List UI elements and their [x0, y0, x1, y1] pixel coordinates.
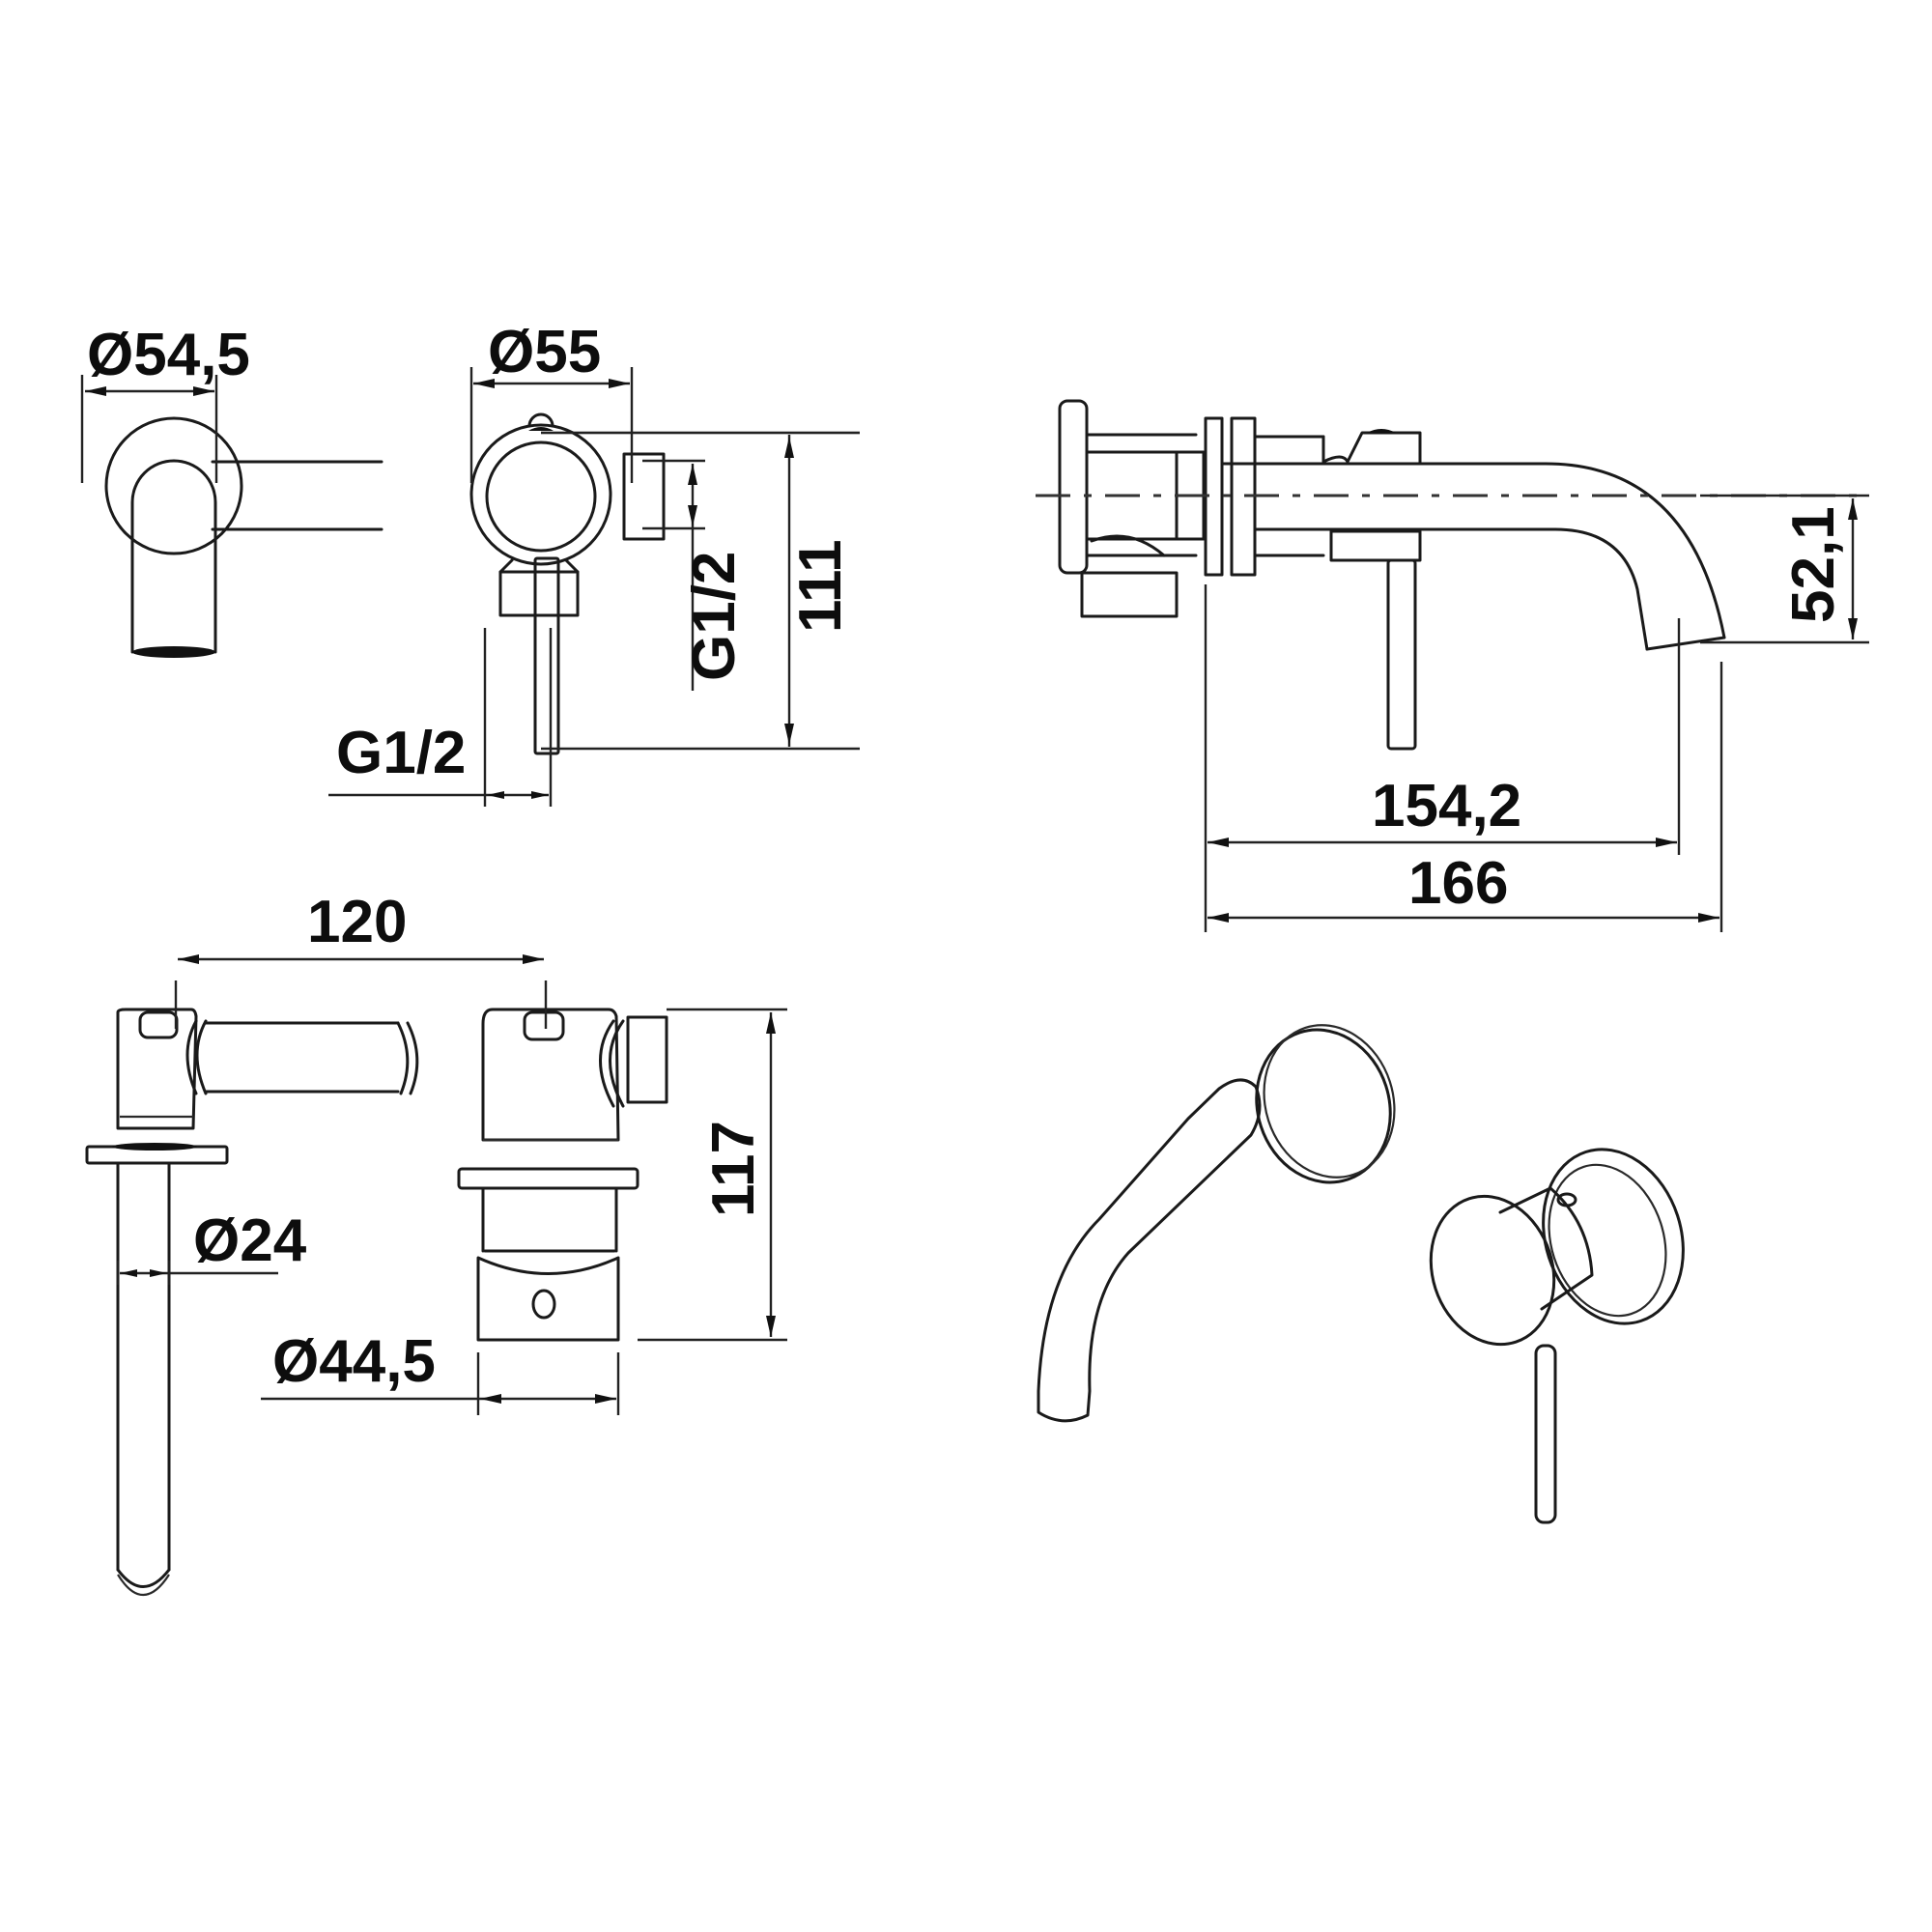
dim-overall-height: 111 [787, 539, 854, 633]
dim-spout-drop: 52,1 [1780, 506, 1847, 623]
spout-rosette [104, 416, 243, 555]
dim-spout-diameter: Ø24 [193, 1208, 307, 1274]
dim-mixer-rosette-diameter: Ø55 [488, 319, 601, 385]
dim-overall-projection: 166 [1408, 850, 1508, 917]
dim-spout-projection: 154,2 [1372, 773, 1521, 839]
side-spout-outer [1220, 462, 1726, 639]
outlet-stub [622, 452, 666, 541]
mixer-handle [485, 440, 597, 553]
dim-handle-diameter: Ø44,5 [272, 1328, 436, 1395]
iso-mixer-rosette [1542, 1148, 1685, 1325]
top-outlet-stub [626, 1015, 668, 1104]
dim-spout-rosette-diameter: Ø54,5 [87, 322, 250, 388]
top-handle [476, 1256, 620, 1342]
front-view: Ø54,5 Ø55 G1/2 111 G1/2 [80, 319, 860, 807]
top-spout-body [116, 1008, 198, 1130]
top-view: 120 117 Ø24 Ø44,5 [85, 889, 787, 1597]
mixer-rosette [469, 423, 612, 566]
dim-inlet-thread-vertical: G1/2 [681, 552, 748, 681]
side-inlet [1080, 571, 1179, 618]
iso-spout [1037, 1078, 1262, 1423]
side-view: 52,1 154,2 166 [1036, 399, 1869, 932]
iso-spout-rosette [1255, 1028, 1392, 1184]
isometric-view [1037, 1024, 1685, 1524]
dim-center-distance: 120 [307, 889, 407, 955]
iso-handle-face [1429, 1194, 1556, 1347]
iso-lever [1534, 1344, 1557, 1524]
dim-body-height: 117 [700, 1121, 767, 1217]
dim-inlet-thread-horizontal: G1/2 [336, 720, 466, 786]
top-mixer-plate [457, 1167, 639, 1190]
spout-body [130, 459, 217, 654]
lever [533, 556, 560, 755]
top-mixer-body [481, 1008, 620, 1142]
side-lever [1386, 558, 1417, 751]
